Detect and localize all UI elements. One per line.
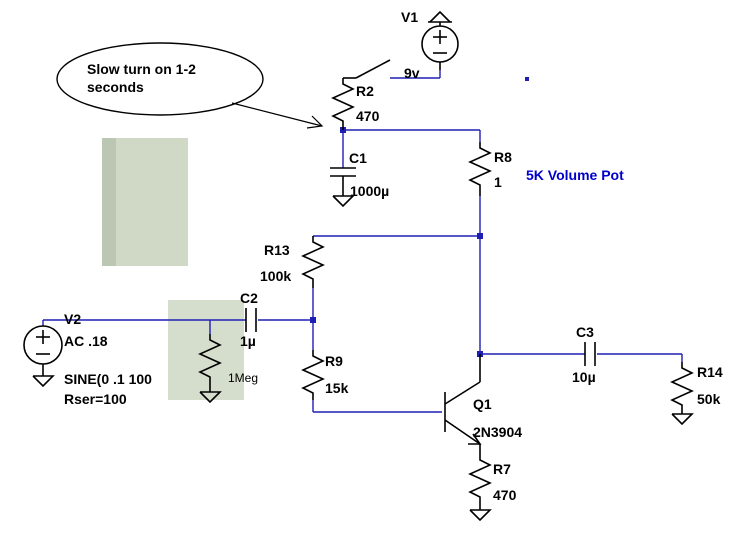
c2-value: 1µ	[240, 333, 256, 349]
v2-value: AC .18	[64, 333, 108, 349]
c2-capacitor: C2 1µ	[240, 290, 258, 349]
v2-ground-icon	[32, 375, 55, 388]
q1-emitter	[444, 419, 481, 445]
junction-stray	[525, 77, 529, 81]
junction-base-node	[310, 317, 316, 323]
r8-value: 1	[494, 174, 502, 190]
q1-transistor: Q1 2N3904	[444, 354, 522, 445]
v2-source: V2 AC .18 SINE(0 .1 100 Rser=100	[23, 311, 152, 407]
r13-label: R13	[264, 242, 290, 258]
r7-ground-icon	[469, 509, 492, 522]
callout-line1: Slow turn on 1-2	[87, 61, 196, 77]
callout-line2: seconds	[87, 79, 144, 95]
c2-label: C2	[240, 290, 258, 306]
r14-resistor: R14 50k	[670, 362, 723, 426]
r2-value: 470	[356, 108, 380, 124]
patch-upper-left	[102, 138, 188, 266]
r7-resistor: R7 470	[468, 444, 517, 522]
r8-zigzag	[468, 142, 492, 196]
pasted-image-patches	[102, 138, 244, 400]
q1-label: Q1	[473, 396, 492, 412]
r7-zigzag	[468, 444, 492, 510]
v2-spec-line2: Rser=100	[64, 391, 127, 407]
r-1meg-value: 1Meg	[228, 371, 258, 385]
c1-label: C1	[349, 150, 367, 166]
r13-zigzag	[301, 236, 325, 288]
volume-pot-note: 5K Volume Pot	[526, 167, 624, 183]
v2-label: V2	[64, 311, 81, 327]
r13-resistor: R13 100k	[260, 236, 325, 288]
r13-value: 100k	[260, 268, 291, 284]
r7-value: 470	[493, 487, 517, 503]
c1-ground-icon	[332, 195, 355, 208]
r8-resistor: R8 1	[468, 142, 512, 196]
v1-source: V1 9v	[401, 9, 459, 81]
r8-label: R8	[494, 149, 512, 165]
callout-pointer	[231, 102, 323, 127]
r14-value: 50k	[697, 391, 721, 407]
callout-bubble	[56, 42, 264, 116]
r2-wiper-line	[355, 59, 391, 79]
q1-value: 2N3904	[473, 424, 522, 440]
wires	[42, 70, 683, 413]
c3-value: 10µ	[572, 369, 596, 385]
r2-label: R2	[356, 83, 374, 99]
v1-value: 9v	[404, 65, 420, 81]
r-1meg-resistor: 1Meg	[198, 334, 258, 404]
junctions	[310, 77, 529, 357]
r2-zigzag	[331, 78, 355, 130]
callout-arrowhead	[306, 115, 324, 129]
r7-label: R7	[493, 461, 511, 477]
c3-label: C3	[576, 324, 594, 340]
v1-label: V1	[401, 9, 418, 25]
q1-collector	[444, 381, 481, 405]
r14-zigzag	[670, 362, 694, 414]
r9-value: 15k	[325, 380, 349, 396]
callout: Slow turn on 1-2 seconds	[56, 42, 324, 129]
r9-resistor: R9 15k	[301, 350, 349, 400]
junction-r8-node	[477, 233, 483, 239]
r14-label: R14	[697, 364, 723, 380]
v1-ground-icon	[429, 10, 451, 23]
r-1meg-ground-icon	[199, 391, 222, 404]
c1-value: 1000µ	[350, 183, 389, 199]
c3-capacitor: C3 10µ	[572, 324, 596, 385]
v2-spec-line1: SINE(0 .1 100	[64, 371, 152, 387]
r2-resistor: R2 470	[331, 59, 391, 130]
r-1meg-zigzag	[198, 334, 222, 392]
patch-left-strip	[102, 138, 116, 266]
r9-label: R9	[325, 353, 343, 369]
patch-under-1meg	[168, 300, 244, 400]
r14-ground-icon	[671, 413, 694, 426]
c1-capacitor: C1 1000µ	[330, 150, 389, 208]
r9-zigzag	[301, 350, 325, 400]
